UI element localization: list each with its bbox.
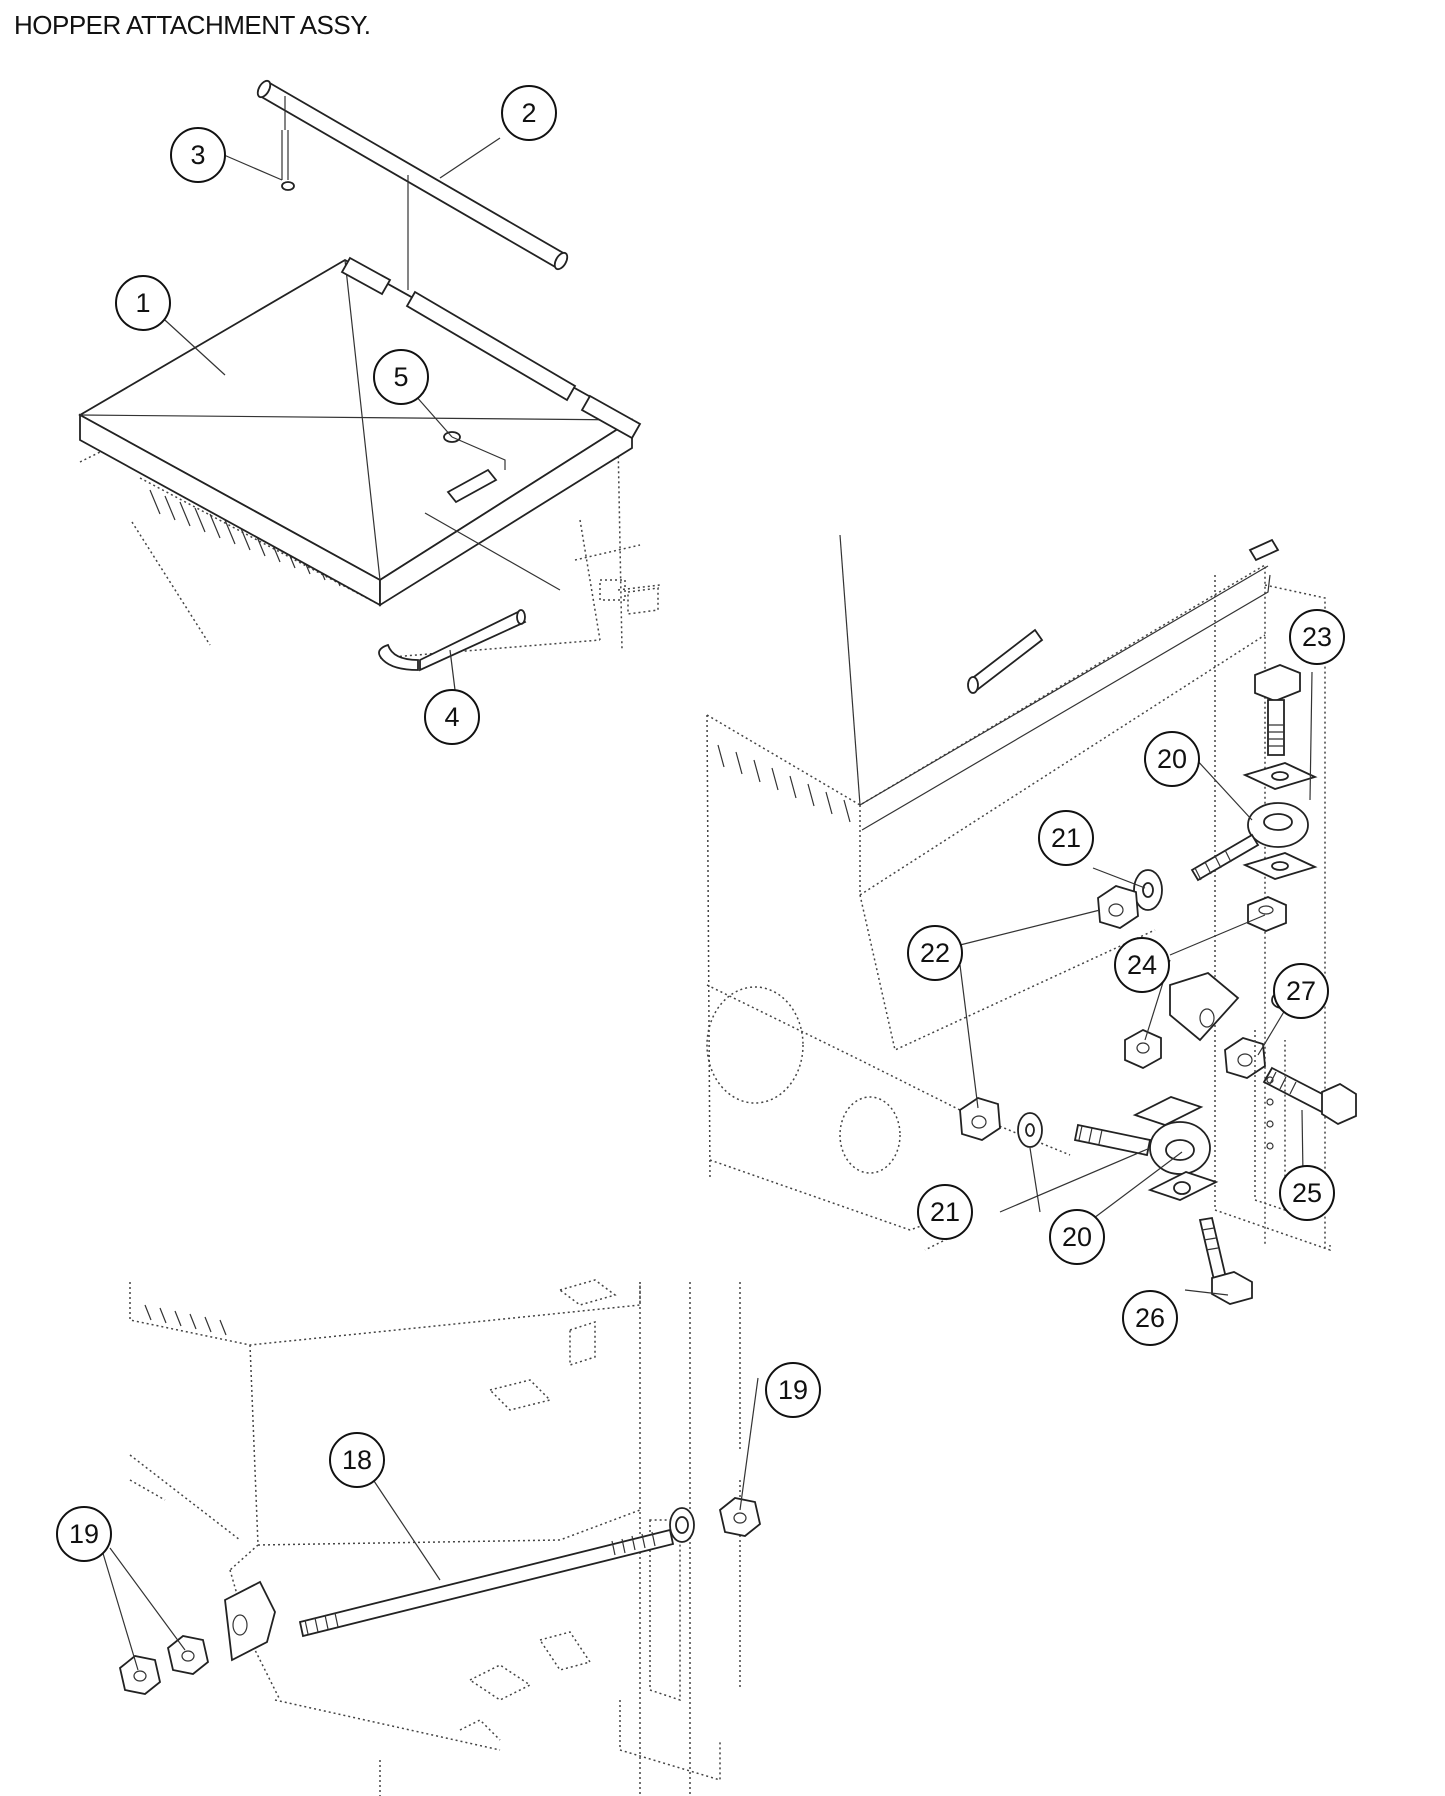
callout-label: 22 bbox=[920, 938, 950, 968]
callout-label: 5 bbox=[393, 362, 408, 392]
callout-3: 3 bbox=[170, 127, 226, 183]
callout-label: 18 bbox=[342, 1445, 372, 1475]
page-title: HOPPER ATTACHMENT ASSY. bbox=[14, 10, 371, 40]
callout-24: 24 bbox=[1114, 937, 1170, 993]
lid-handle bbox=[378, 643, 419, 671]
callout-label: 21 bbox=[1051, 823, 1081, 853]
callout-27: 27 bbox=[1273, 963, 1329, 1019]
hopper-lid-view bbox=[78, 79, 661, 672]
callout-19-right: 19 bbox=[765, 1362, 821, 1418]
callout-label: 20 bbox=[1062, 1222, 1092, 1252]
callout-2: 2 bbox=[501, 85, 557, 141]
callout-21-upper: 21 bbox=[1038, 810, 1094, 866]
callout-label: 1 bbox=[135, 288, 150, 318]
hinge-barrels bbox=[340, 256, 642, 440]
callout-25: 25 bbox=[1279, 1165, 1335, 1221]
callout-22: 22 bbox=[907, 925, 963, 981]
callout-label: 20 bbox=[1157, 744, 1187, 774]
callout-19-left: 19 bbox=[56, 1506, 112, 1562]
cross-rod bbox=[298, 1528, 675, 1638]
callout-label: 26 bbox=[1135, 1303, 1165, 1333]
callout-label: 3 bbox=[190, 140, 205, 170]
callout-4: 4 bbox=[424, 689, 480, 745]
callout-20-upper: 20 bbox=[1144, 731, 1200, 787]
callout-26: 26 bbox=[1122, 1290, 1178, 1346]
callout-label: 24 bbox=[1127, 950, 1157, 980]
callout-label: 27 bbox=[1286, 976, 1316, 1006]
callout-label: 25 bbox=[1292, 1178, 1322, 1208]
callout-20-lower: 20 bbox=[1049, 1209, 1105, 1265]
cotter-pin bbox=[281, 130, 289, 180]
callout-21-lower: 21 bbox=[917, 1184, 973, 1240]
leader-lines bbox=[101, 137, 1313, 1671]
callout-label: 21 bbox=[930, 1197, 960, 1227]
callout-label: 4 bbox=[444, 702, 459, 732]
callout-1: 1 bbox=[115, 275, 171, 331]
cross-rod-view bbox=[118, 1279, 762, 1796]
callout-label: 19 bbox=[778, 1375, 808, 1405]
callout-18: 18 bbox=[329, 1432, 385, 1488]
callout-label: 23 bbox=[1302, 622, 1332, 652]
adjuster-linkage-view bbox=[706, 534, 1357, 1305]
callout-label: 19 bbox=[69, 1519, 99, 1549]
callout-23: 23 bbox=[1289, 609, 1345, 665]
callout-label: 2 bbox=[521, 98, 536, 128]
callout-5: 5 bbox=[373, 349, 429, 405]
